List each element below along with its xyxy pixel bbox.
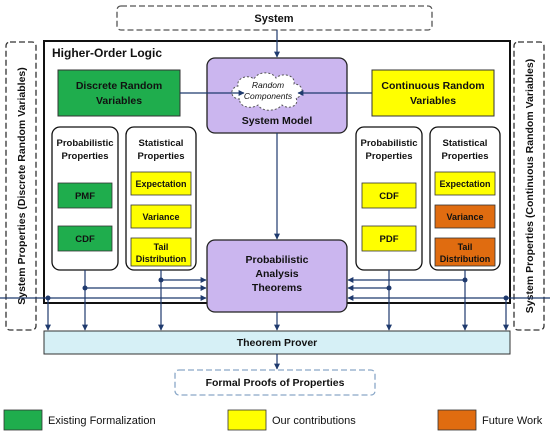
side-right-box [513,41,545,331]
left-prob-properties-line2: Properties [62,151,109,162]
right-expectation-label: Expectation [439,179,490,189]
side-left-label: System Properties (Discrete Random Varia… [16,67,28,305]
legend-ours-label: Our contributions [272,415,356,427]
discrete-rv-line1: Discrete Random [76,80,162,92]
pmf-label: PMF [75,191,95,202]
continuous-rv-line1: Continuous Random [381,80,484,92]
system-box [116,5,433,31]
right-prob-properties-line2: Properties [366,151,413,162]
theorems-line1: Probabilistic [245,254,308,266]
system-label: System [254,13,293,25]
right-tail-line1: Tail [458,242,473,252]
formal-proofs-box [174,369,376,396]
system-model-label: System Model [242,115,313,127]
right-variance-label: Variance [446,212,483,222]
pdf-label: PDF [380,234,399,245]
right-prob-properties-line1: Probabilistic [360,138,417,149]
junction-dots [45,277,509,301]
right-variance-box [434,204,496,229]
right-cdf-label: CDF [379,191,399,202]
discrete-rv-box [57,69,181,117]
random-components-line1: Random [252,80,284,90]
side-left-box [5,41,37,331]
theorems-line3: Theorems [252,282,302,294]
legend-existing-label: Existing Formalization [48,415,156,427]
pmf-box [57,182,113,209]
left-variance-label: Variance [142,212,179,222]
formal-proofs-label: Formal Proofs of Properties [206,377,345,389]
right-stat-properties-line1: Statistical [443,138,488,149]
right-stat-properties-line2: Properties [442,151,489,162]
left-prob-properties-line1: Probabilistic [56,138,113,149]
right-tail-line2: Distribution [440,254,491,264]
left-expectation-box [130,171,192,196]
left-tail-line1: Tail [154,242,169,252]
higher-order-logic-label: Higher-Order Logic [52,46,162,60]
left-expectation-label: Expectation [135,179,186,189]
left-cdf-label: CDF [75,234,95,245]
left-variance-box [130,204,192,229]
side-right-label: System Properties (Continuous Random Var… [524,59,536,313]
pdf-box [361,225,417,252]
discrete-rv-line2: Variables [96,95,142,107]
legend-existing-swatch [3,409,43,431]
legend-future-label: Future Work [482,415,543,427]
theorem-prover-label: Theorem Prover [237,337,318,349]
right-expectation-box [434,171,496,196]
random-components-line2: Components [244,91,293,101]
left-cdf-box [57,225,113,252]
left-tail-box [130,237,192,267]
continuous-rv-box [371,69,495,117]
right-tail-box [434,237,496,267]
theorems-line2: Analysis [255,268,298,280]
left-stat-properties-line2: Properties [138,151,185,162]
random-components-cloud [231,72,303,111]
legend-ours-swatch [227,409,267,431]
right-cdf-box [361,182,417,209]
continuous-rv-line2: Variables [410,95,456,107]
legend-future-swatch [437,409,477,431]
left-tail-line2: Distribution [136,254,187,264]
left-stat-properties-line1: Statistical [139,138,184,149]
